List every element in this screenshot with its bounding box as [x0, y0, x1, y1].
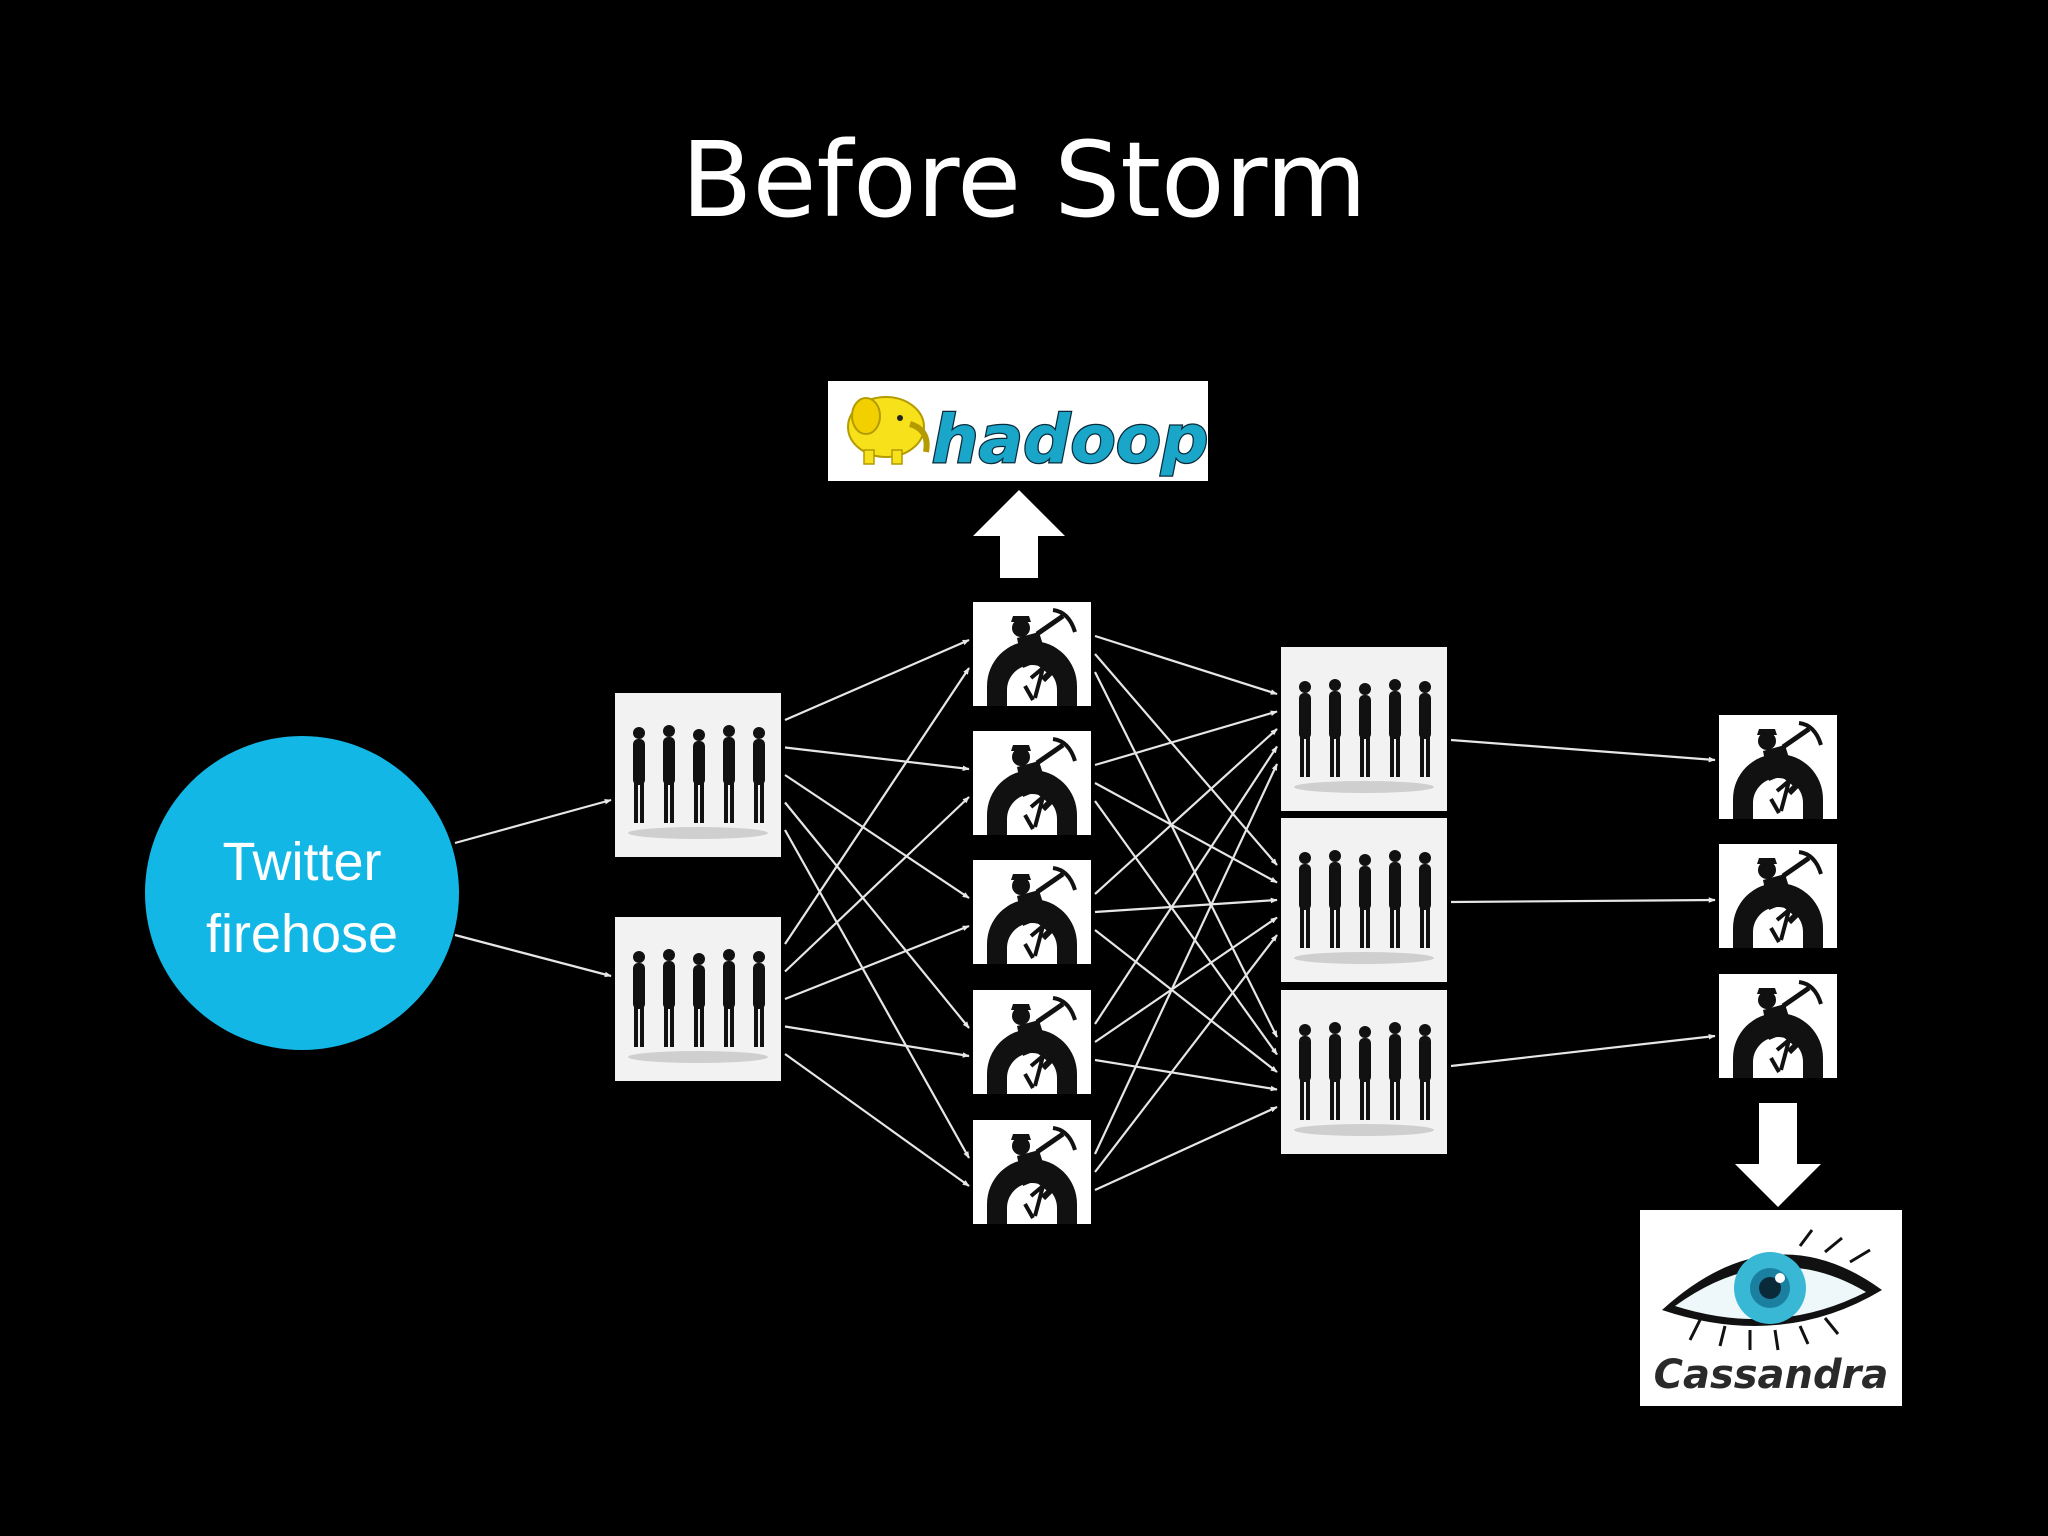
connection-arrow — [1094, 728, 1278, 895]
cassandra-logo: Cassandra — [1640, 1210, 1902, 1406]
connection-arrow — [1094, 1058, 1278, 1092]
slide-title: Before Storm — [681, 119, 1367, 241]
elephant-icon — [847, 396, 930, 465]
queue-column-1 — [615, 693, 781, 1081]
worker-column-2 — [1719, 715, 1837, 1078]
connection-arrow — [1094, 800, 1278, 1056]
hadoop-logo: hadoop — [828, 381, 1210, 481]
firehose-circle — [145, 736, 459, 1050]
connection-arrow — [1094, 1105, 1278, 1192]
connection-arrow — [1450, 738, 1716, 763]
twitter-firehose-node — [145, 736, 459, 1050]
worker-icon — [973, 602, 1091, 706]
hadoop-wordmark: hadoop — [932, 401, 1209, 478]
arrow-to-hadoop — [973, 490, 1065, 578]
connection-arrow — [784, 829, 970, 1159]
connection-arrow — [1094, 929, 1278, 1073]
queue-icon — [1281, 647, 1447, 811]
worker-icon — [973, 731, 1091, 835]
worker-column-1 — [973, 602, 1091, 1224]
worker-icon — [1719, 974, 1837, 1078]
worker-icon — [973, 860, 1091, 964]
arrow-to-cassandra — [1735, 1103, 1821, 1207]
connection-arrow — [1094, 763, 1278, 1155]
connection-arrow — [1094, 634, 1278, 696]
worker-icon — [973, 990, 1091, 1094]
connection-arrow — [784, 746, 970, 772]
queue-icon — [615, 917, 781, 1081]
cassandra-wordmark: Cassandra — [1654, 1352, 1889, 1398]
connection-arrow — [1094, 710, 1278, 767]
connection-arrow — [1450, 1033, 1716, 1068]
connection-arrow — [1094, 916, 1278, 1043]
connection-arrow — [1094, 897, 1278, 914]
connection-arrow — [784, 1053, 970, 1187]
queue-column-2 — [1281, 647, 1447, 1154]
connection-arrow — [1094, 782, 1278, 884]
connection-arrow — [784, 667, 970, 945]
connection-arrow — [784, 638, 970, 722]
connection-arrows — [454, 634, 1716, 1192]
connection-arrow — [784, 774, 970, 899]
queue-icon — [1281, 818, 1447, 982]
queue-icon — [615, 693, 781, 857]
firehose-label-line-1: Twitter — [222, 832, 382, 892]
connection-arrow — [784, 796, 970, 973]
connection-arrow — [784, 801, 970, 1029]
firehose-label-line-2: firehose — [205, 904, 399, 964]
firehose-label: Twitter firehose — [145, 826, 459, 970]
connection-arrow — [1450, 897, 1716, 904]
eye-icon — [1662, 1229, 1882, 1351]
connection-arrow — [784, 1025, 970, 1058]
connection-arrow — [454, 933, 612, 978]
connection-arrow — [1094, 745, 1278, 1025]
connection-arrow — [784, 924, 970, 1001]
worker-icon — [1719, 715, 1837, 819]
connection-arrow — [454, 798, 612, 845]
connection-arrow — [1094, 934, 1278, 1173]
queue-icon — [1281, 990, 1447, 1154]
worker-icon — [1719, 844, 1837, 948]
worker-icon — [973, 1120, 1091, 1224]
